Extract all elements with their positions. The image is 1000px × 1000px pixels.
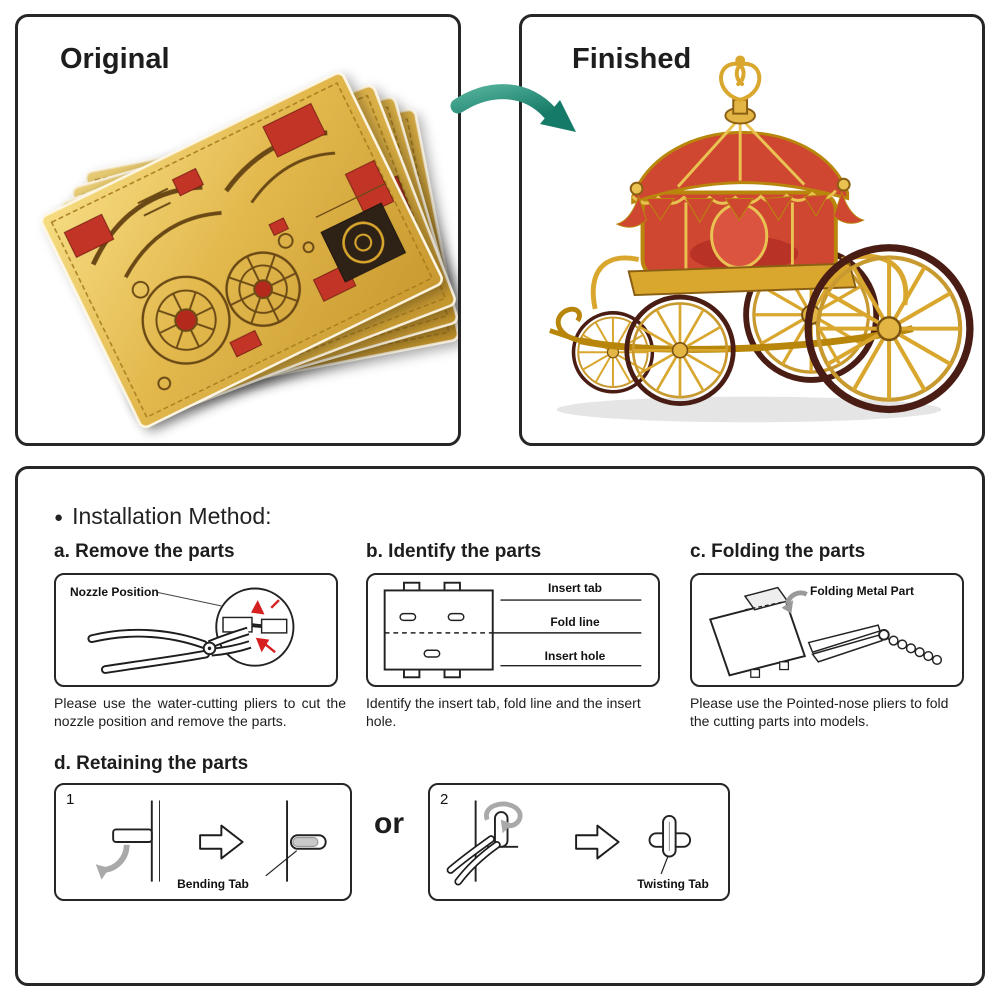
remove-parts-diagram: Nozzle Position [54,573,338,687]
nozzle-position-label: Nozzle Position [70,585,159,599]
metal-sheets-illustration [40,72,458,429]
twisting-tab-diagram: 2 Twisting Tab [428,783,730,901]
finished-model-illustration [549,55,982,423]
original-panel: Original [15,14,461,446]
step-a-title: a. Remove the parts [54,541,235,562]
installation-heading: ● Installation Method: [54,503,272,530]
metal-sheet-1 [40,72,443,429]
step-a-caption: Please use the water-cutting pliers to c… [54,695,346,729]
step-b-title: b. Identify the parts [366,541,542,562]
folding-metal-part-label: Folding Metal Part [810,584,915,598]
method-1-number: 1 [66,791,75,808]
insert-tab-label: Insert tab [547,581,602,595]
transform-arrow-icon [450,80,586,150]
finished-title: Finished [572,43,692,75]
insert-hole-label: Insert hole [544,649,606,663]
step-c-title: c. Folding the parts [690,541,866,562]
twisting-tab-label: Twisting Tab [637,877,709,891]
twisting-tab-illustration [446,800,692,886]
finished-panel: Finished [519,14,985,446]
original-title: Original [60,43,170,75]
bending-tab-illustration [95,800,327,882]
installation-heading-text: Installation Method: [72,503,272,529]
folding-pliers-illustration [708,586,943,678]
bullet-icon: ● [54,509,64,526]
step-d-title: d. Retaining the parts [54,753,249,774]
method-2-number: 2 [440,791,449,808]
bending-tab-diagram: 1 Bending Tab [54,783,352,901]
or-label: or [374,807,404,840]
installation-panel: ● Installation Method: a. Remove the part… [15,466,985,986]
part-anatomy-illustration [383,581,642,679]
fold-line-label: Fold line [550,615,600,629]
step-c-caption: Please use the Pointed-nose pliers to fo… [690,695,949,729]
identify-parts-diagram: Insert tab Fold line Insert hole [366,573,660,687]
folding-parts-diagram: Folding Metal Part [690,573,964,687]
cutting-pliers-illustration [87,587,295,674]
step-b-caption: Identify the insert tab, fold line and t… [366,695,641,729]
bending-tab-label: Bending Tab [177,877,249,891]
